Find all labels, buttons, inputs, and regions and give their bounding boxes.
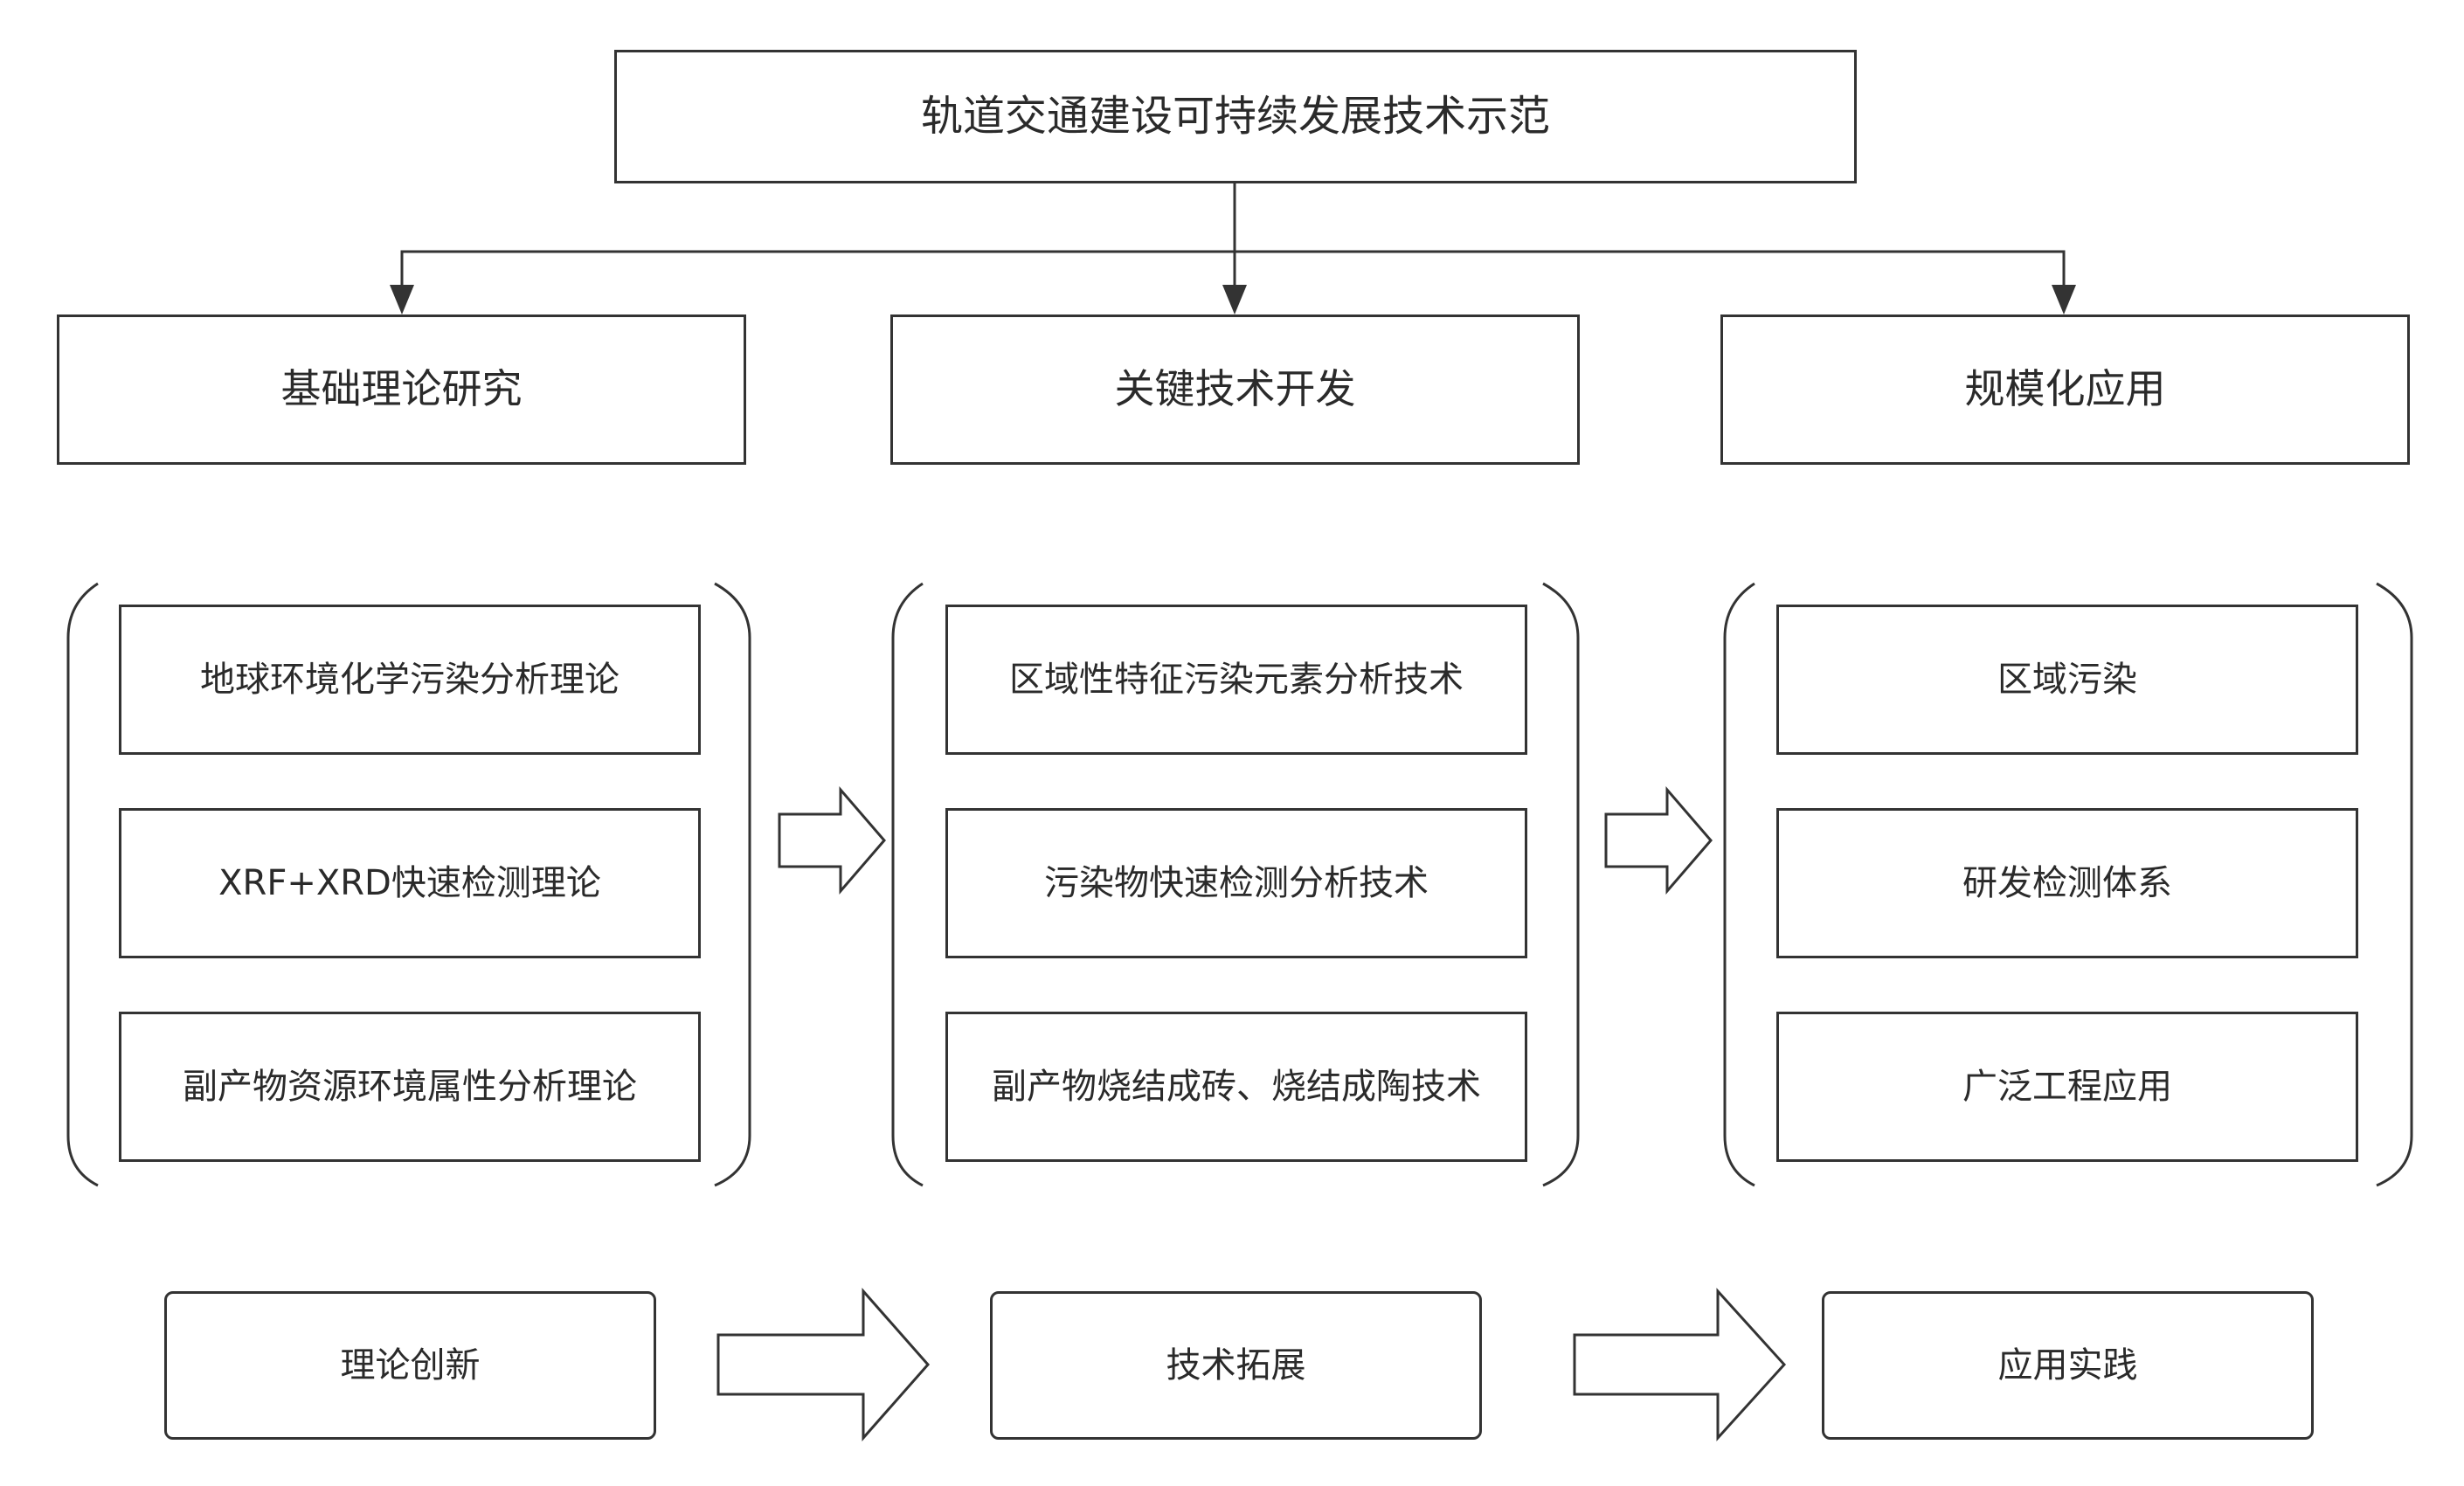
category-box: 基础理论研究 — [57, 314, 746, 465]
flow-arrow — [1604, 785, 1713, 895]
group-bracket-left — [66, 582, 99, 1187]
item-box: 副产物烧结成砖、烧结成陶技术 — [945, 1012, 1527, 1162]
item-label: 研发检测体系 — [1962, 863, 2172, 903]
item-label: 广泛工程应用 — [1962, 1067, 2172, 1107]
category-box: 规模化应用 — [1720, 314, 2410, 465]
item-box: 地球环境化学污染分析理论 — [119, 605, 701, 755]
summary-box: 应用实践 — [1822, 1291, 2314, 1440]
item-label: 地球环境化学污染分析理论 — [200, 660, 619, 700]
diagram-title-box: 轨道交通建设可持续发展技术示范 — [614, 50, 1857, 183]
item-label: 区域性特征污染元素分析技术 — [1009, 660, 1464, 700]
item-label: XRF+XRD快速检测理论 — [218, 863, 601, 903]
item-box: XRF+XRD快速检测理论 — [119, 808, 701, 958]
item-label: 污染物快速检测分析技术 — [1044, 863, 1429, 903]
arrowhead — [1222, 285, 1247, 314]
category-heading: 基础理论研究 — [280, 365, 523, 413]
summary-label: 理论创新 — [340, 1345, 481, 1386]
group-bracket-right — [714, 582, 751, 1187]
arrowhead — [390, 285, 414, 314]
item-label: 区域污染 — [1997, 660, 2137, 700]
group-bracket-left — [891, 582, 924, 1187]
summary-label: 应用实践 — [1997, 1345, 2138, 1386]
item-box: 副产物资源环境属性分析理论 — [119, 1012, 701, 1162]
item-label: 副产物烧结成砖、烧结成陶技术 — [992, 1067, 1481, 1107]
item-box: 广泛工程应用 — [1776, 1012, 2358, 1162]
arrowhead — [2052, 285, 2076, 314]
group-bracket-left — [1723, 582, 1755, 1187]
item-box: 区域污染 — [1776, 605, 2358, 755]
summary-box: 理论创新 — [164, 1291, 656, 1440]
category-heading: 规模化应用 — [1964, 365, 2166, 413]
flow-arrow — [716, 1288, 930, 1441]
item-box: 污染物快速检测分析技术 — [945, 808, 1527, 958]
group-bracket-right — [2376, 582, 2413, 1187]
category-box: 关键技术开发 — [890, 314, 1580, 465]
item-box: 研发检测体系 — [1776, 808, 2358, 958]
category-heading: 关键技术开发 — [1114, 365, 1356, 413]
diagram-title: 轨道交通建设可持续发展技术示范 — [920, 91, 1550, 141]
item-label: 副产物资源环境属性分析理论 — [183, 1067, 637, 1107]
flow-arrow — [778, 785, 886, 895]
group-bracket-right — [1542, 582, 1580, 1187]
connector-branch — [400, 250, 2066, 293]
summary-label: 技术拓展 — [1166, 1345, 1306, 1386]
flow-arrow — [1573, 1288, 1787, 1441]
item-box: 区域性特征污染元素分析技术 — [945, 605, 1527, 755]
summary-box: 技术拓展 — [990, 1291, 1482, 1440]
